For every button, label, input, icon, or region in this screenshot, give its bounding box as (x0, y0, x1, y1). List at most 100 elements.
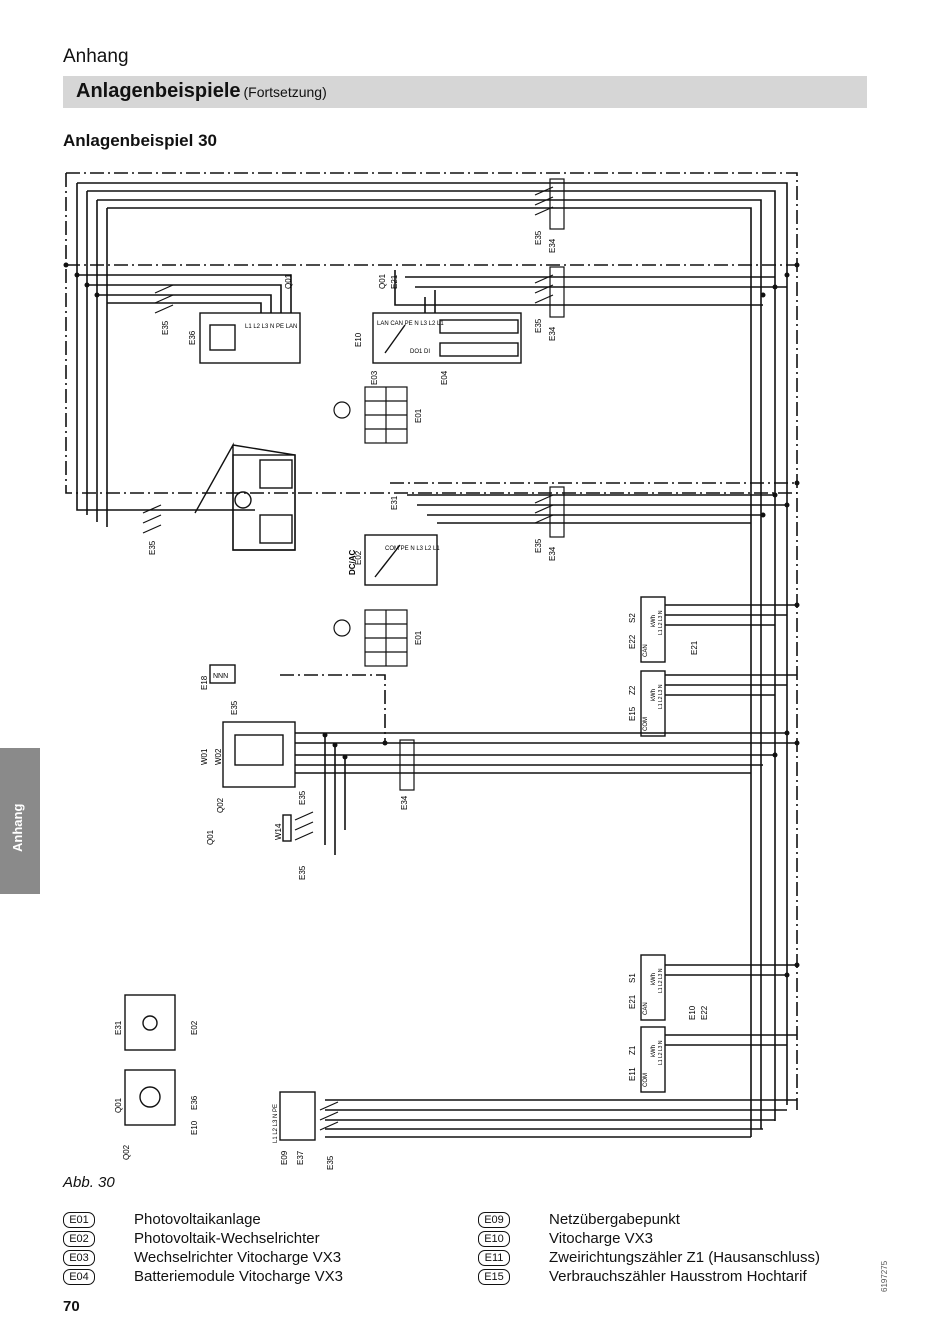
tag-q01-selector: Q01 (114, 1097, 123, 1113)
tag-e10-s1: E10 (688, 1005, 697, 1020)
legend-code: E03 (63, 1249, 95, 1266)
bus-line-5 (107, 207, 752, 1137)
legend-item: E01 Photovoltaikanlage (63, 1210, 343, 1229)
tag-e35-house: E35 (148, 540, 157, 555)
bus-e36-1 (77, 274, 292, 313)
tag-e34-top: E34 (548, 238, 557, 253)
legend-code: E01 (63, 1211, 95, 1228)
tag-q02: Q02 (216, 797, 225, 813)
tag-e35-e18: E35 (230, 700, 239, 715)
tag-e21: E21 (390, 274, 399, 289)
tag-e02: E02 (354, 550, 363, 565)
tag-e35-w14-top: E35 (298, 790, 307, 805)
legend-code: E10 (478, 1230, 510, 1247)
e02-device (364, 534, 438, 586)
tag-e35-grid: E35 (326, 1155, 335, 1170)
tag-e35-e10: E35 (534, 318, 543, 333)
e36-terminal-label: L1 L2 L3 N PE LAN (245, 324, 297, 330)
legend-text: Vitocharge VX3 (549, 1230, 653, 1247)
section-title: Anlagenbeispiel 30 (63, 131, 217, 150)
legend-text: Verbrauchszähler Hausstrom Hochtarif (549, 1268, 807, 1285)
q01-selector (124, 1069, 176, 1126)
tag-e36-selector: E36 (190, 1095, 199, 1110)
tag-w01: W01 (200, 748, 209, 765)
bus-e36-2 (87, 284, 282, 313)
tag-e01-upper: E01 (414, 408, 423, 423)
e18-block-label: NNN (213, 673, 228, 680)
tag-e03: E03 (370, 370, 379, 385)
tag-w14: W14 (274, 823, 283, 840)
tag-e04: E04 (440, 370, 449, 385)
meter-z2-phases: L1 L2 L3 N (658, 684, 664, 709)
tag-e34-w01: E34 (400, 795, 409, 810)
e10-device (372, 312, 522, 364)
bus-line-2 (77, 182, 788, 1105)
tag-e02-selector: E02 (190, 1020, 199, 1035)
legend-item: E11 Zweirichtungszähler Z1 (Hausanschluss… (478, 1248, 820, 1267)
tag-e36: E36 (188, 330, 197, 345)
tag-e34-e02: E34 (548, 546, 557, 561)
tag-e01-lower: E01 (414, 630, 423, 645)
e02-dcac-label: DC/AC (348, 549, 357, 575)
document-number: 6197275 (880, 1260, 889, 1292)
meter-z1 (640, 1026, 666, 1093)
tag-e10-selector: E10 (190, 1120, 199, 1135)
tag-e22-s1: E22 (700, 1005, 709, 1020)
meter-s1-phases: L1 L2 L3 N (658, 968, 664, 993)
tag-s2: S2 (628, 613, 637, 623)
tag-e37: E37 (296, 1150, 305, 1165)
tag-q01-e10: Q01 (378, 273, 387, 289)
bus-e36-4 (107, 302, 262, 313)
legend-text: Zweirichtungszähler Z1 (Hausanschluss) (549, 1249, 820, 1266)
legend-text: Batteriemodule Vitocharge VX3 (134, 1268, 344, 1285)
grid-terminal-label: L1 L2 L3 N PE (273, 1104, 279, 1143)
tag-z1: Z1 (628, 1045, 637, 1055)
pv-module-grid-e01-upper (364, 386, 408, 444)
grid-terminal-block (279, 1091, 316, 1141)
meter-s2 (640, 596, 666, 663)
legend-code: E11 (478, 1249, 510, 1266)
meter-s2-phases: L1 L2 L3 N (658, 610, 664, 635)
page-title: Anlagenbeispiele(Fortsetzung) (76, 80, 327, 103)
tag-e34-e10: E34 (548, 326, 557, 341)
sun-symbol-lower (333, 619, 351, 637)
tag-e22-s2: E22 (628, 634, 637, 649)
bus-e10-1 (394, 270, 763, 306)
e10-terminal-label: LAN CAN PE N L3 L2 L1 (377, 321, 444, 327)
pv-module-grid-e01-lower (364, 609, 408, 667)
w01-device (222, 721, 296, 788)
legend-item: E10 Vitocharge VX3 (478, 1229, 820, 1248)
tag-q01-e36: Q01 (284, 273, 293, 289)
tag-q01-w01: Q01 (206, 829, 215, 845)
tag-q02-selector: Q02 (122, 1144, 131, 1160)
bus-line-left-2 (76, 183, 255, 511)
bus-e36-3 (97, 294, 272, 313)
tag-e35-e36: E35 (161, 320, 170, 335)
bus-line-outer (66, 172, 798, 1110)
meter-z1-kwh: kWh (651, 1045, 657, 1057)
meter-s1-kwh: kWh (651, 973, 657, 985)
legend-text: Photovoltaikanlage (134, 1211, 261, 1228)
tag-w02: W02 (214, 748, 223, 765)
page-subtitle: (Fortsetzung) (243, 84, 327, 100)
bus-line-3 (87, 190, 776, 1121)
meter-z1-phases: L1 L2 L3 N (658, 1040, 664, 1065)
w14-fuse (282, 814, 292, 842)
title-bar: Anlagenbeispiele(Fortsetzung) (63, 76, 867, 108)
header-label: Anhang (63, 46, 129, 67)
meter-z2-kwh: kWh (651, 689, 657, 701)
bus-line-4 (97, 199, 762, 1129)
tag-e21-s2: E21 (690, 640, 699, 655)
tag-e15: E15 (628, 706, 637, 721)
page-number: 70 (63, 1298, 80, 1315)
meter-s1-can: CAN (643, 1002, 649, 1015)
tag-e31: E31 (390, 495, 399, 510)
e10-do1di-label: DO1 DI (410, 349, 430, 355)
tag-e31-selector: E31 (114, 1020, 123, 1035)
